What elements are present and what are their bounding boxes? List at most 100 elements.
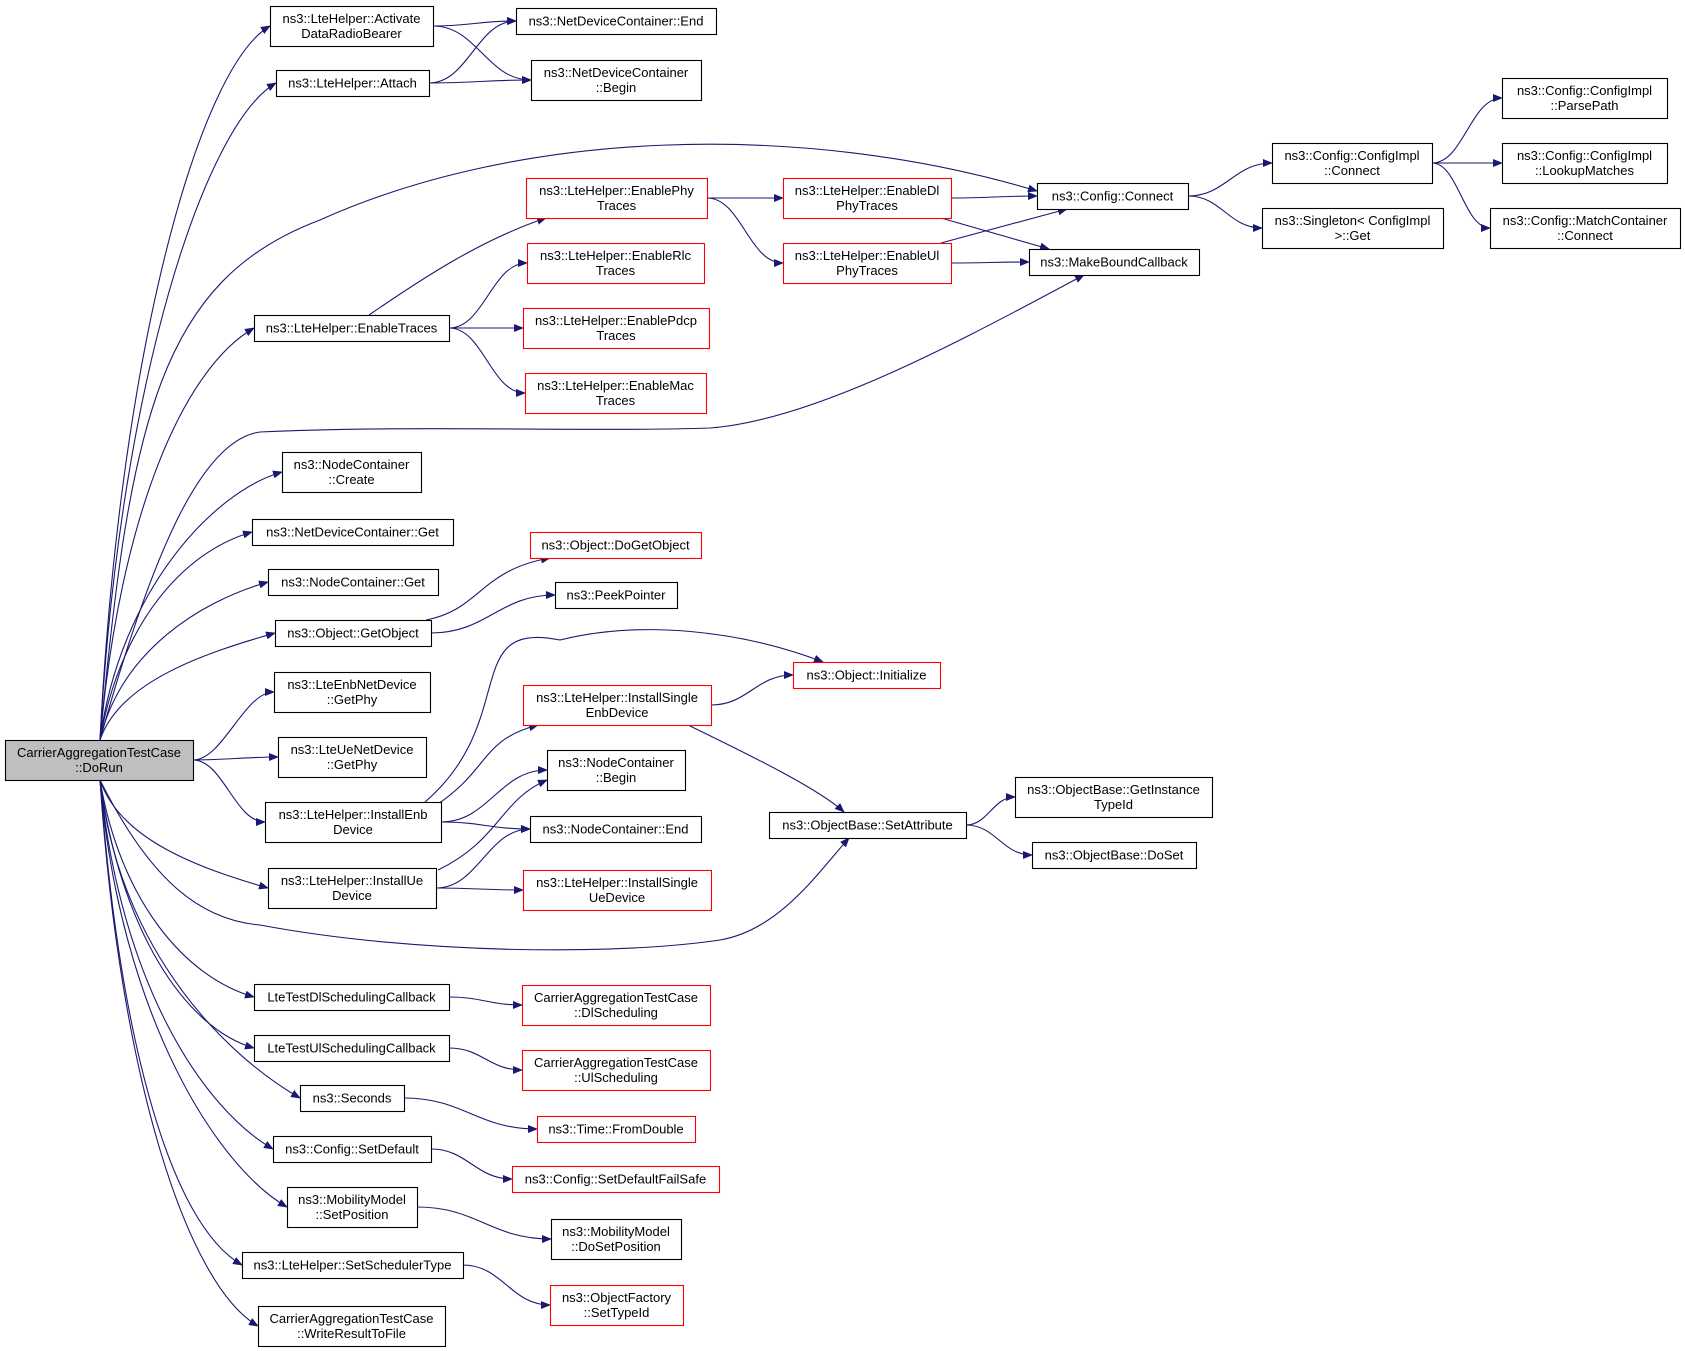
node-label: ns3::MakeBoundCallback xyxy=(1040,255,1188,270)
node-label: >::Get xyxy=(1335,228,1371,243)
edge-root-to-attach xyxy=(99,82,277,741)
node-label: ns3::NodeContainer xyxy=(294,457,410,472)
edge-enable_ul_phy-to-make_bound xyxy=(950,258,1030,267)
node-box xyxy=(275,69,431,98)
node-set_attribute[interactable]: ns3::ObjectBase::SetAttribute xyxy=(768,811,968,840)
node-singleton_get[interactable]: ns3::Singleton< ConfigImpl >::Get xyxy=(1261,207,1445,250)
edge-root-to-dl_sched_cb xyxy=(99,779,255,999)
edge-set_attribute-to-do_set xyxy=(965,824,1033,859)
node-box xyxy=(273,671,432,714)
node-write_result[interactable]: CarrierAggregationTestCase::WriteResultT… xyxy=(257,1305,447,1348)
node-label: ns3::LteHelper::Activate xyxy=(282,11,420,26)
edge-install_single_enb-to-set_attribute xyxy=(687,724,845,813)
edge-get_object-to-peek_pointer xyxy=(430,591,556,634)
node-ndc_begin[interactable]: ns3::NetDeviceContainer::Begin xyxy=(530,59,703,102)
node-lookup_matches[interactable]: ns3::Config::ConfigImpl::LookupMatches xyxy=(1501,142,1669,185)
node-label: ns3::LteHelper::Attach xyxy=(288,76,417,91)
edge-root-to-ndc_get xyxy=(99,530,253,741)
edge-config_connect-to-configimpl_connect xyxy=(1187,159,1273,197)
node-label: ::WriteResultToFile xyxy=(297,1326,406,1341)
node-label: LteTestUlSchedulingCallback xyxy=(267,1041,436,1056)
node-make_bound[interactable]: ns3::MakeBoundCallback xyxy=(1028,248,1201,277)
node-dl_sched_cb[interactable]: LteTestDlSchedulingCallback xyxy=(253,983,451,1012)
node-config_connect[interactable]: ns3::Config::Connect xyxy=(1036,182,1190,211)
node-nc_create[interactable]: ns3::NodeContainer::Create xyxy=(281,451,423,494)
node-box xyxy=(251,518,455,547)
node-label: ::SetPosition xyxy=(316,1207,389,1222)
node-ndc_get[interactable]: ns3::NetDeviceContainer::Get xyxy=(251,518,455,547)
edge-attach-to-ndc_end xyxy=(428,17,517,84)
node-label: ns3::LteEnbNetDevice xyxy=(287,677,416,692)
node-ue_getphy[interactable]: ns3::LteUeNetDevice::GetPhy xyxy=(277,736,428,779)
node-peek_pointer[interactable]: ns3::PeekPointer xyxy=(554,581,679,610)
node-box xyxy=(4,739,195,782)
node-label: ::GetPhy xyxy=(327,757,378,772)
node-label: ::GetPhy xyxy=(327,692,378,707)
edge-config_connect-to-singleton_get xyxy=(1187,195,1263,232)
edge-root-to-enb_getphy xyxy=(192,688,275,761)
node-obj_initialize[interactable]: ns3::Object::Initialize xyxy=(792,661,942,690)
node-label: ns3::ObjectBase::SetAttribute xyxy=(782,818,953,833)
node-ul_scheduling[interactable]: CarrierAggregationTestCase::UlScheduling xyxy=(521,1049,712,1092)
edge-install_enb-to-nc_end xyxy=(440,821,531,833)
nodes-layer: CarrierAggregationTestCase::DoRunns3::Lt… xyxy=(4,5,1682,1348)
node-do_get_object[interactable]: ns3::Object::DoGetObject xyxy=(529,531,703,560)
node-root[interactable]: CarrierAggregationTestCase::DoRun xyxy=(4,739,195,782)
edge-root-to-nc_get xyxy=(99,580,269,741)
node-nc_begin[interactable]: ns3::NodeContainer::Begin xyxy=(546,749,687,792)
node-box xyxy=(277,736,428,779)
node-attach[interactable]: ns3::LteHelper::Attach xyxy=(275,69,431,98)
node-label: ns3::Config::SetDefaultFailSafe xyxy=(525,1172,706,1187)
node-get_object[interactable]: ns3::Object::GetObject xyxy=(274,619,433,648)
node-nc_get[interactable]: ns3::NodeContainer::Get xyxy=(267,568,440,597)
node-mm_setposition[interactable]: ns3::MobilityModel::SetPosition xyxy=(286,1186,419,1229)
node-box xyxy=(529,531,703,560)
node-box xyxy=(1028,248,1201,277)
node-from_double[interactable]: ns3::Time::FromDouble xyxy=(536,1115,697,1144)
node-label: ns3::ObjectBase::DoSet xyxy=(1045,848,1184,863)
node-dl_scheduling[interactable]: CarrierAggregationTestCase::DlScheduling xyxy=(521,984,712,1027)
node-configimpl_connect[interactable]: ns3::Config::ConfigImpl::Connect xyxy=(1271,142,1434,185)
node-label: PhyTraces xyxy=(836,263,898,278)
node-enable_traces[interactable]: ns3::LteHelper::EnableTraces xyxy=(253,314,451,343)
node-match_connect[interactable]: ns3::Config::MatchContainer::Connect xyxy=(1489,207,1682,250)
node-mm_dosetposition[interactable]: ns3::MobilityModel::DoSetPosition xyxy=(550,1218,683,1261)
node-seconds[interactable]: ns3::Seconds xyxy=(299,1084,406,1113)
node-ul_sched_cb[interactable]: LteTestUlSchedulingCallback xyxy=(253,1034,451,1063)
node-box xyxy=(241,1251,465,1280)
node-set_typeid[interactable]: ns3::ObjectFactory::SetTypeId xyxy=(549,1284,685,1327)
node-label: Device xyxy=(333,822,373,837)
node-label: ns3::Config::ConfigImpl xyxy=(1517,83,1652,98)
node-box xyxy=(267,568,440,597)
edge-root-to-enable_traces xyxy=(99,327,255,741)
node-label: ns3::Object::DoGetObject xyxy=(541,538,690,553)
node-label: ::ParsePath xyxy=(1551,98,1619,113)
node-label: ns3::NetDeviceContainer xyxy=(544,65,689,80)
node-nc_end[interactable]: ns3::NodeContainer::End xyxy=(529,815,703,844)
node-label: Device xyxy=(332,888,372,903)
node-parse_path[interactable]: ns3::Config::ConfigImpl::ParsePath xyxy=(1501,77,1669,120)
node-label: ::SetTypeId xyxy=(584,1305,650,1320)
node-label: ns3::Config::SetDefault xyxy=(285,1142,419,1157)
node-set_scheduler_type[interactable]: ns3::LteHelper::SetSchedulerType xyxy=(241,1251,465,1280)
node-label: Traces xyxy=(596,328,636,343)
node-label: ns3::NetDeviceContainer::Get xyxy=(266,525,439,540)
node-ndc_end[interactable]: ns3::NetDeviceContainer::End xyxy=(515,7,718,36)
node-enb_getphy[interactable]: ns3::LteEnbNetDevice::GetPhy xyxy=(273,671,432,714)
node-set_default_failsafe[interactable]: ns3::Config::SetDefaultFailSafe xyxy=(511,1165,721,1194)
node-label: CarrierAggregationTestCase xyxy=(534,1055,698,1070)
node-do_set[interactable]: ns3::ObjectBase::DoSet xyxy=(1031,841,1198,870)
node-set_default[interactable]: ns3::Config::SetDefault xyxy=(272,1135,433,1164)
